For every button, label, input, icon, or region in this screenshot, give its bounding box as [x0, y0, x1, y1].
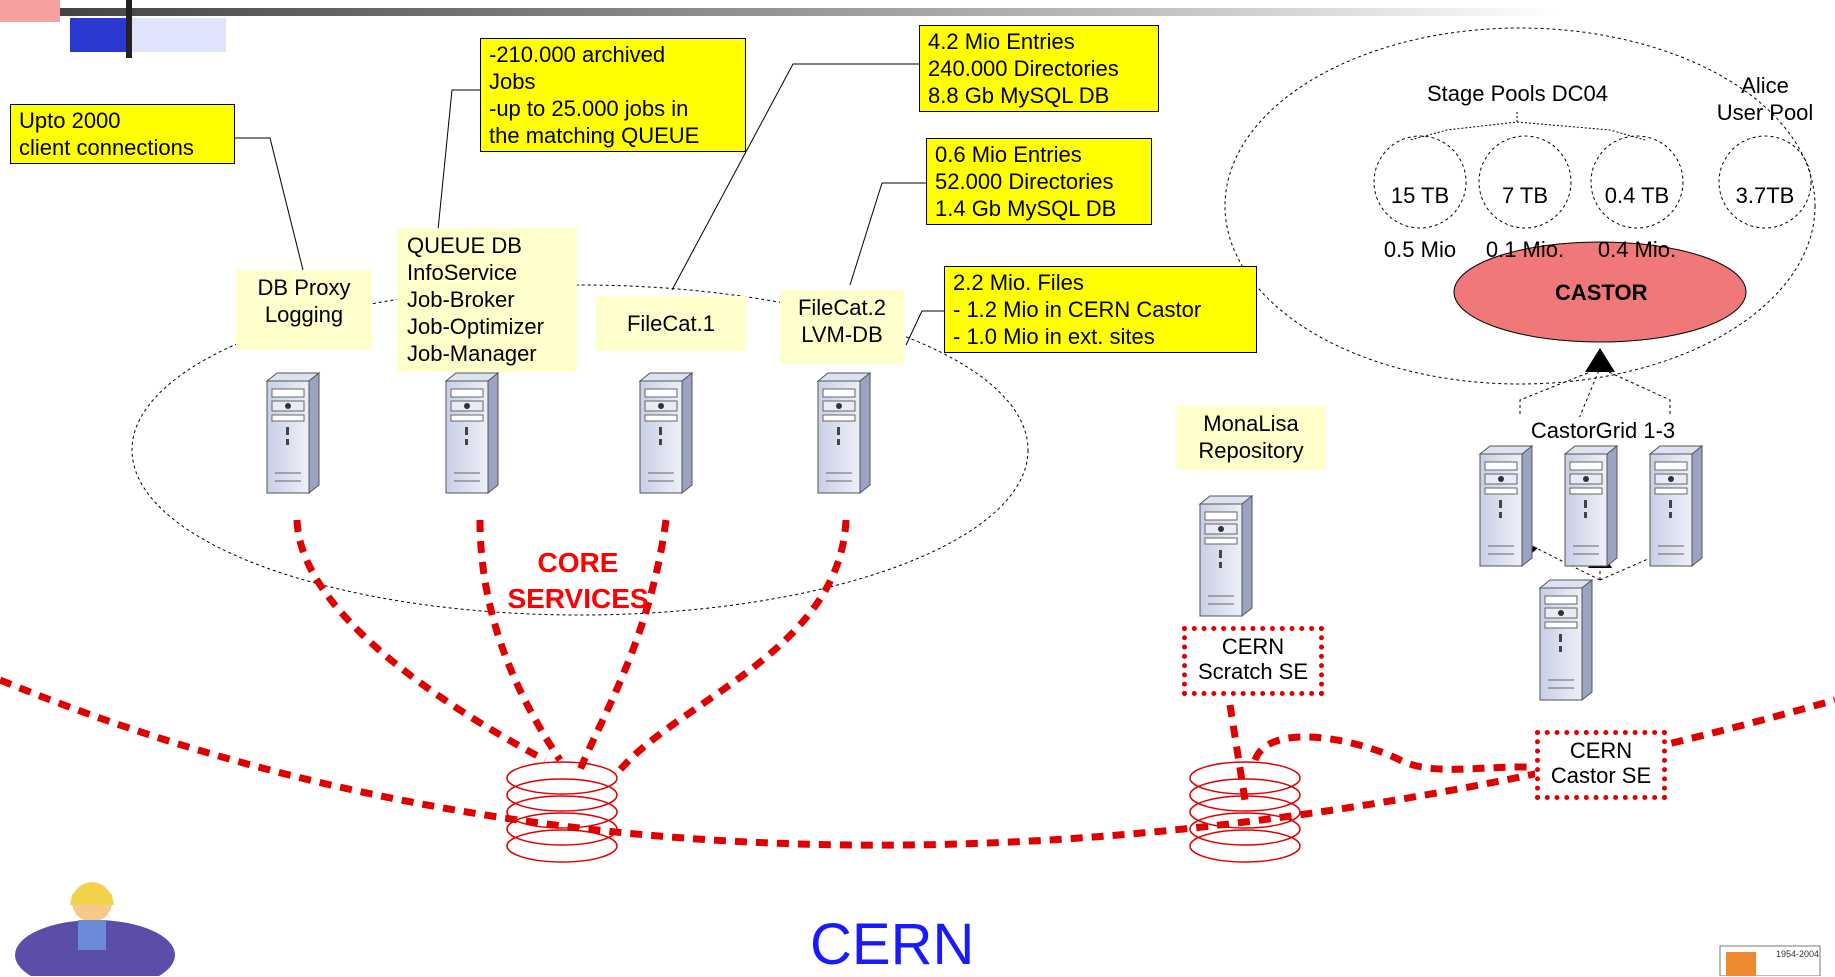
- anniversary-logo-years: 1954-2004: [1776, 949, 1819, 959]
- server-queue-db: [446, 373, 498, 493]
- pool-1-size: 15 TB: [1391, 183, 1449, 208]
- pool-3-size: 0.4 TB: [1605, 183, 1669, 208]
- server-castorgrid-1: [1480, 446, 1532, 566]
- callout-filecat2-stats: 0.6 Mio Entries 52.000 Directories 1.4 G…: [926, 138, 1152, 225]
- pool-4: 3.7TB: [1720, 155, 1810, 209]
- pool-2-files: 0.1 Mio.: [1486, 237, 1564, 262]
- label-filecat1: FileCat.1: [596, 296, 746, 351]
- label-monalisa: MonaLisa Repository: [1176, 406, 1326, 470]
- header-cross: [126, 0, 132, 58]
- pool-2-size: 7 TB: [1502, 183, 1548, 208]
- header-rule: [60, 8, 1560, 16]
- network-switch-core: [507, 762, 617, 862]
- alice-user-pool-label: Alice User Pool: [1690, 72, 1835, 126]
- pool-4-size: 3.7TB: [1736, 183, 1795, 208]
- pool-3-files: 0.4 Mio.: [1598, 237, 1676, 262]
- server-filecat1: [640, 373, 692, 493]
- label-db-proxy: DB Proxy Logging: [236, 270, 372, 350]
- castorgrid-label: CastorGrid 1-3: [1518, 417, 1688, 444]
- server-db-proxy: [267, 373, 319, 493]
- castor-label: CASTOR: [1555, 280, 1648, 306]
- label-filecat2: FileCat.2 LVM-DB: [780, 290, 904, 364]
- core-services-label: CORE SERVICES: [488, 545, 668, 617]
- stage-pools-label: Stage Pools DC04: [1385, 80, 1650, 107]
- alice-logo: [15, 882, 175, 976]
- pool-1-files: 0.5 Mio: [1384, 237, 1456, 262]
- pool-2: 7 TB 0.1 Mio.: [1480, 155, 1570, 263]
- site-cern-label: CERN: [810, 915, 974, 975]
- pool-3: 0.4 TB 0.4 Mio.: [1592, 155, 1682, 263]
- server-filecat2: [818, 373, 870, 493]
- server-monalisa: [1200, 496, 1252, 616]
- pool-1: 15 TB 0.5 Mio: [1375, 155, 1465, 263]
- callout-filecat1-stats: 4.2 Mio Entries 240.000 Directories 8.8 …: [919, 25, 1159, 112]
- castor-se: CERN Castor SE: [1535, 730, 1667, 800]
- callout-files-stats: 2.2 Mio. Files - 1.2 Mio in CERN Castor …: [944, 266, 1257, 353]
- scratch-se: CERN Scratch SE: [1182, 626, 1324, 696]
- header-accent-blue: [70, 18, 126, 52]
- server-castorgrid-2: [1565, 446, 1617, 566]
- callout-client-connections: Upto 2000 client connections: [10, 104, 235, 164]
- header-accent-light: [126, 18, 226, 52]
- server-castor-se: [1540, 580, 1592, 700]
- callout-archived-jobs: -210.000 archived Jobs -up to 25.000 job…: [480, 38, 746, 152]
- label-queue-db: QUEUE DB InfoService Job-Broker Job-Opti…: [397, 228, 577, 372]
- header-accent-pink: [0, 0, 60, 22]
- server-castorgrid-3: [1650, 446, 1702, 566]
- network-switch-scratch: [1190, 762, 1300, 862]
